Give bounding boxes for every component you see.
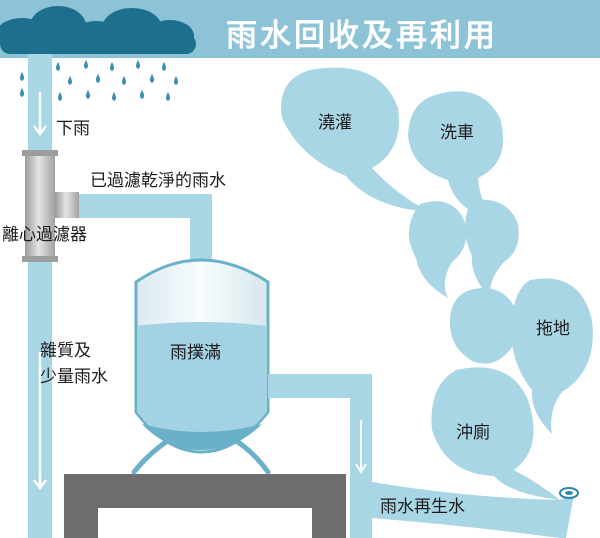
cloud-icon — [0, 6, 196, 54]
label-recycled-water: 雨水再生水 — [380, 497, 465, 517]
water-splash-icon — [281, 67, 593, 500]
page-title: 雨水回收及再利用 — [226, 18, 498, 54]
use-car-wash: 洗車 — [440, 123, 474, 143]
flow-arrow-icon — [355, 420, 367, 474]
centrifugal-filter-icon — [22, 150, 79, 262]
outlet-icon — [372, 482, 579, 538]
rain-tank-icon — [134, 258, 270, 454]
label-tank: 雨撲滿 — [170, 343, 221, 363]
use-mopping: 拖地 — [536, 319, 570, 339]
label-filter: 離心過濾器 — [2, 225, 87, 245]
use-toilet-flush: 沖廁 — [456, 423, 490, 443]
label-rain: 下雨 — [56, 119, 90, 139]
label-debris: 雜質及 少量雨水 — [40, 341, 108, 387]
tank-base — [64, 474, 346, 538]
recycled-water-pipe — [268, 374, 372, 538]
down-arrow-icon — [33, 92, 47, 491]
rain-drops-icon — [20, 60, 178, 101]
filtered-water-pipe — [52, 194, 212, 262]
label-filtered-water: 已過濾乾淨的雨水 — [90, 171, 226, 191]
use-irrigation: 澆灌 — [318, 113, 352, 133]
